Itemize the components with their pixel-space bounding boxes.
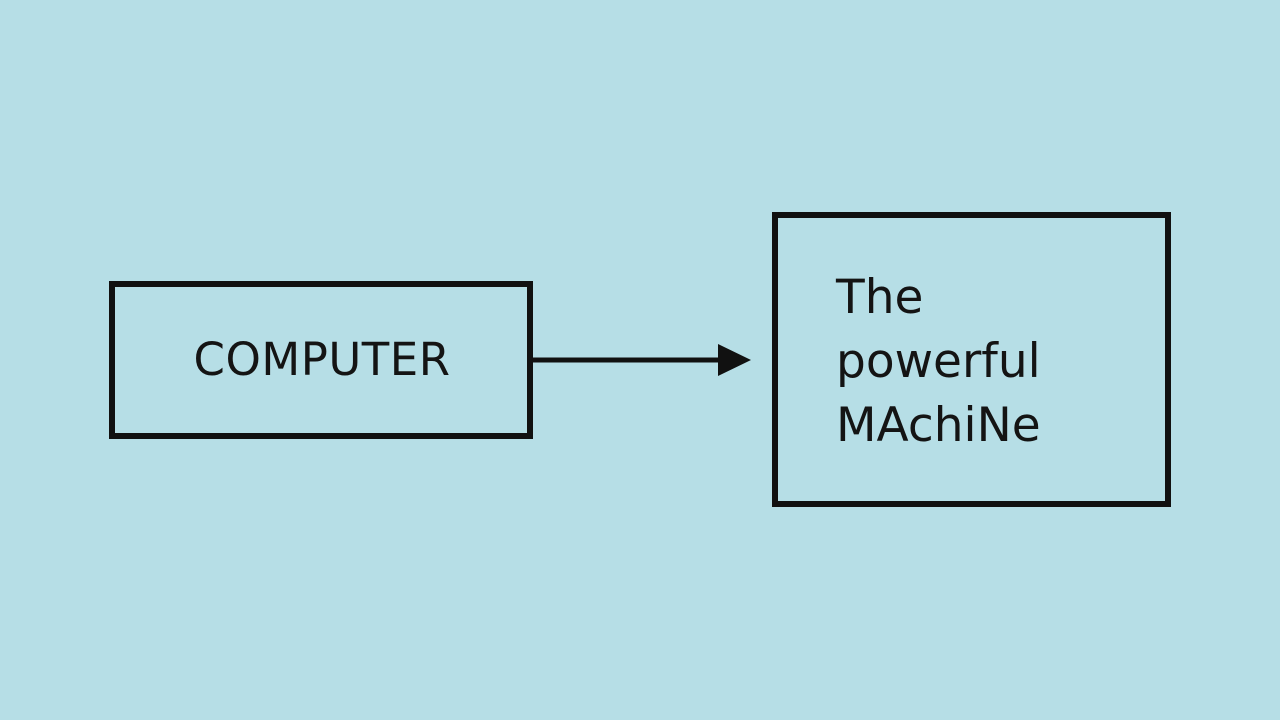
computer-node: COMPUTER <box>109 281 533 439</box>
machine-node-label: The powerful MAchiNe <box>836 266 1041 458</box>
machine-node-line-3: MAchiNe <box>836 398 1041 453</box>
machine-node: The powerful MAchiNe <box>772 212 1171 507</box>
computer-node-label: COMPUTER <box>193 332 451 386</box>
arrow-head <box>718 344 751 376</box>
machine-node-line-2: powerful <box>836 334 1041 389</box>
machine-node-line-1: The <box>836 270 924 325</box>
arrow-connector <box>530 344 751 376</box>
